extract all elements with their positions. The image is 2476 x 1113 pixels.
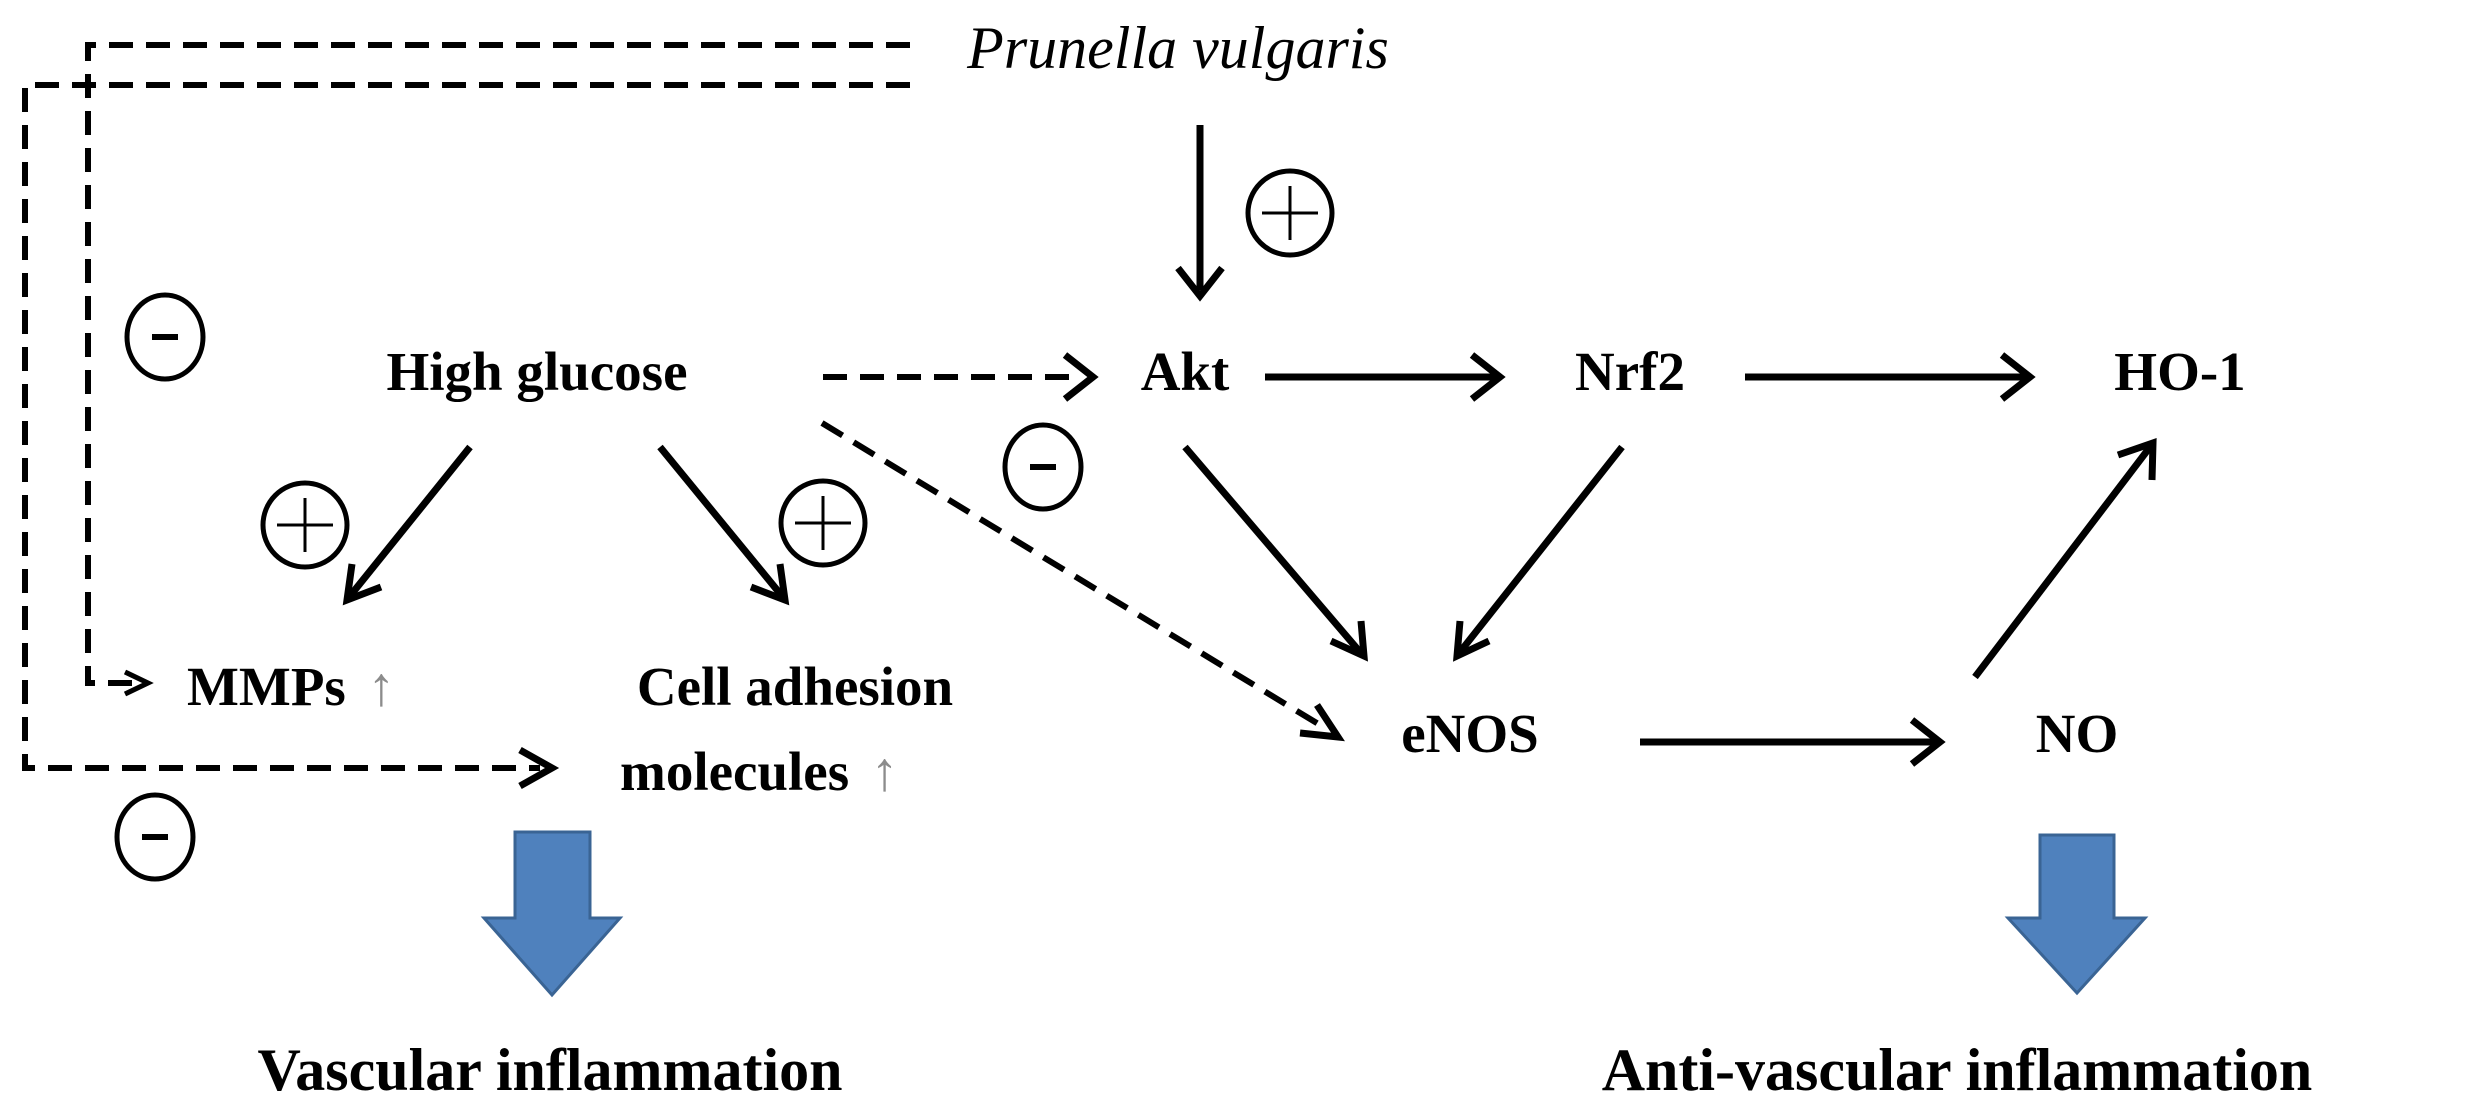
akt-to-enos-arrowhead: [1329, 620, 1368, 662]
cell-adhesion-label: molecules: [620, 741, 849, 802]
high-glucose-to-enos-dashed-line: [820, 420, 1327, 731]
prunella-to-mmps-arrowhead: [123, 669, 154, 697]
high-glucose-to-cell-adhesion-line: [657, 444, 785, 599]
cell-adhesion-increase-arrow: ↑: [871, 741, 899, 802]
node-cell-adhesion-line2: molecules ↑: [620, 741, 898, 802]
nrf2-to-enos-arrowhead: [1452, 620, 1491, 662]
high-glucose-to-mmps-line: [347, 444, 473, 599]
high-glucose-to-enos-arrowhead: [1299, 703, 1345, 742]
high-glucose-to-mmps-arrowhead: [342, 563, 383, 606]
node-akt: Akt: [1141, 341, 1230, 402]
prunella-to-akt-arrowhead: [1175, 265, 1225, 302]
plus-sign-prunella-akt: [1245, 168, 1335, 258]
mmps-label: MMPs: [187, 656, 346, 717]
prunella-to-cell-adhesion-dashed-line: [22, 82, 910, 771]
node-no: NO: [2036, 703, 2119, 764]
high-glucose-to-cell-adhesion-arrowhead: [749, 563, 790, 606]
outcome-vascular-inflammation: Vascular inflammation: [257, 1037, 842, 1103]
minus-sign-prunella-cell-adhesion: [114, 792, 196, 882]
node-prunella-vulgaris: Prunella vulgaris: [966, 15, 1389, 81]
nrf2-to-enos-line: [1457, 444, 1625, 655]
plus-sign-glucose-mmps: [260, 480, 350, 570]
node-nrf2: Nrf2: [1575, 341, 1685, 402]
minus-sign-prunella-mmps: [124, 292, 206, 382]
mmps-increase-arrow: ↑: [368, 656, 396, 717]
block-arrow-anti-vascular-inflammation: [2004, 833, 2149, 996]
enos-to-no-arrowhead: [1909, 717, 1946, 767]
node-high-glucose: High glucose: [387, 341, 688, 402]
akt-to-nrf2-arrowhead: [1469, 352, 1506, 402]
block-arrow-vascular-inflammation: [480, 830, 624, 998]
high-glucose-to-akt-arrowhead: [1062, 352, 1099, 402]
nrf2-to-ho1-arrowhead: [1999, 352, 2036, 402]
prunella-to-cell-adhesion-arrowhead: [518, 746, 560, 790]
outcome-anti-vascular-inflammation: Anti-vascular inflammation: [1602, 1037, 2313, 1103]
prunella-to-mmps-dashed-line: [85, 42, 910, 686]
akt-to-enos-line: [1182, 444, 1363, 655]
node-cell-adhesion-line1: Cell adhesion: [637, 656, 953, 717]
node-ho1: HO-1: [2114, 341, 2245, 402]
node-enos: eNOS: [1401, 703, 1539, 764]
no-to-ho1-arrowhead: [2116, 438, 2157, 481]
no-to-ho1-line: [1972, 444, 2153, 680]
node-mmps: MMPs ↑: [187, 656, 395, 717]
minus-sign-glucose-akt: [1002, 422, 1084, 512]
plus-sign-glucose-cell-adhesion: [778, 478, 868, 568]
